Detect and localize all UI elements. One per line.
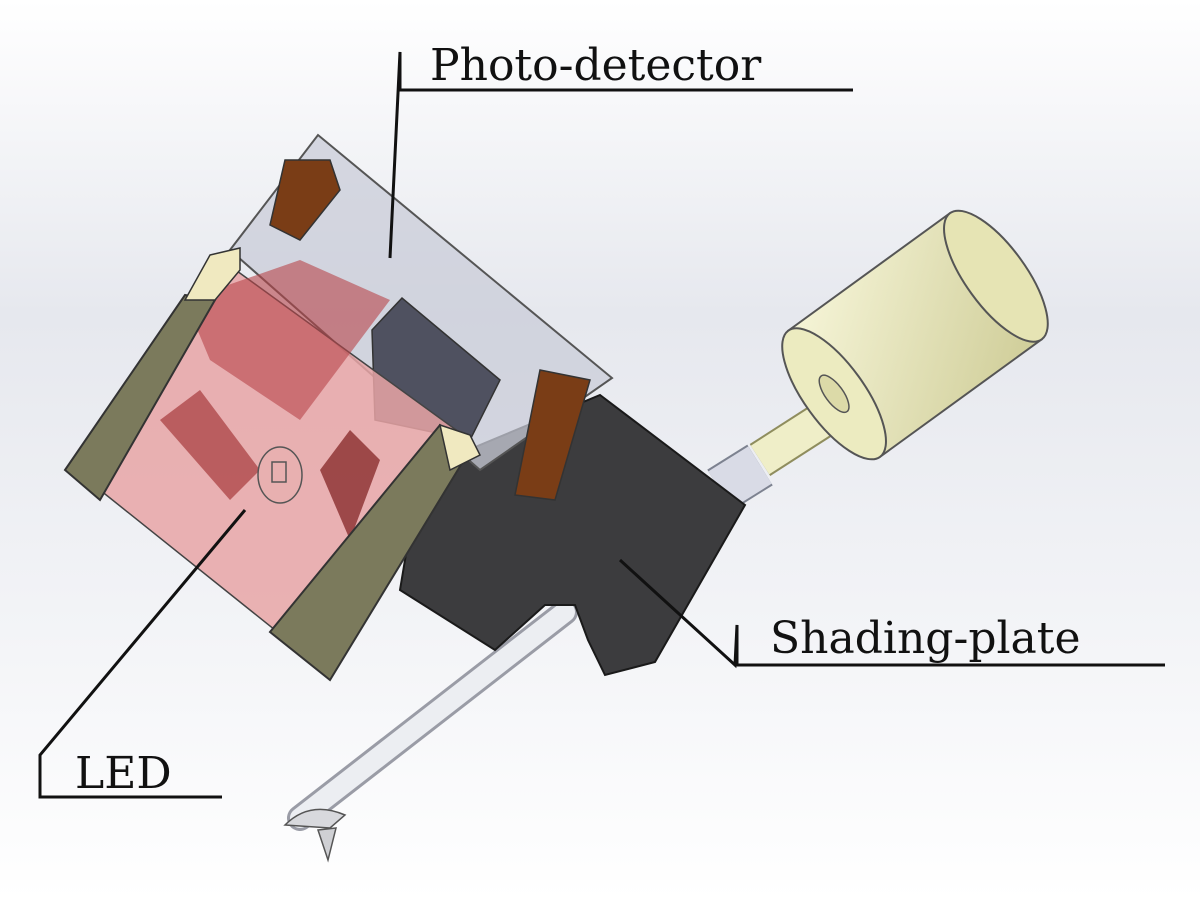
led-housing bbox=[63, 247, 482, 682]
led-leader bbox=[38, 509, 247, 799]
leader-lines bbox=[38, 51, 1165, 799]
photo-detector-label: Photo-detector bbox=[430, 40, 762, 91]
shading-plate-label: Shading-plate bbox=[770, 613, 1081, 664]
stylus-pin bbox=[283, 599, 578, 863]
photo-detector-leader bbox=[388, 51, 853, 259]
led-label: LED bbox=[75, 748, 172, 799]
shading-plate-leader bbox=[618, 558, 1165, 669]
cylinder-actuator bbox=[707, 209, 1049, 511]
